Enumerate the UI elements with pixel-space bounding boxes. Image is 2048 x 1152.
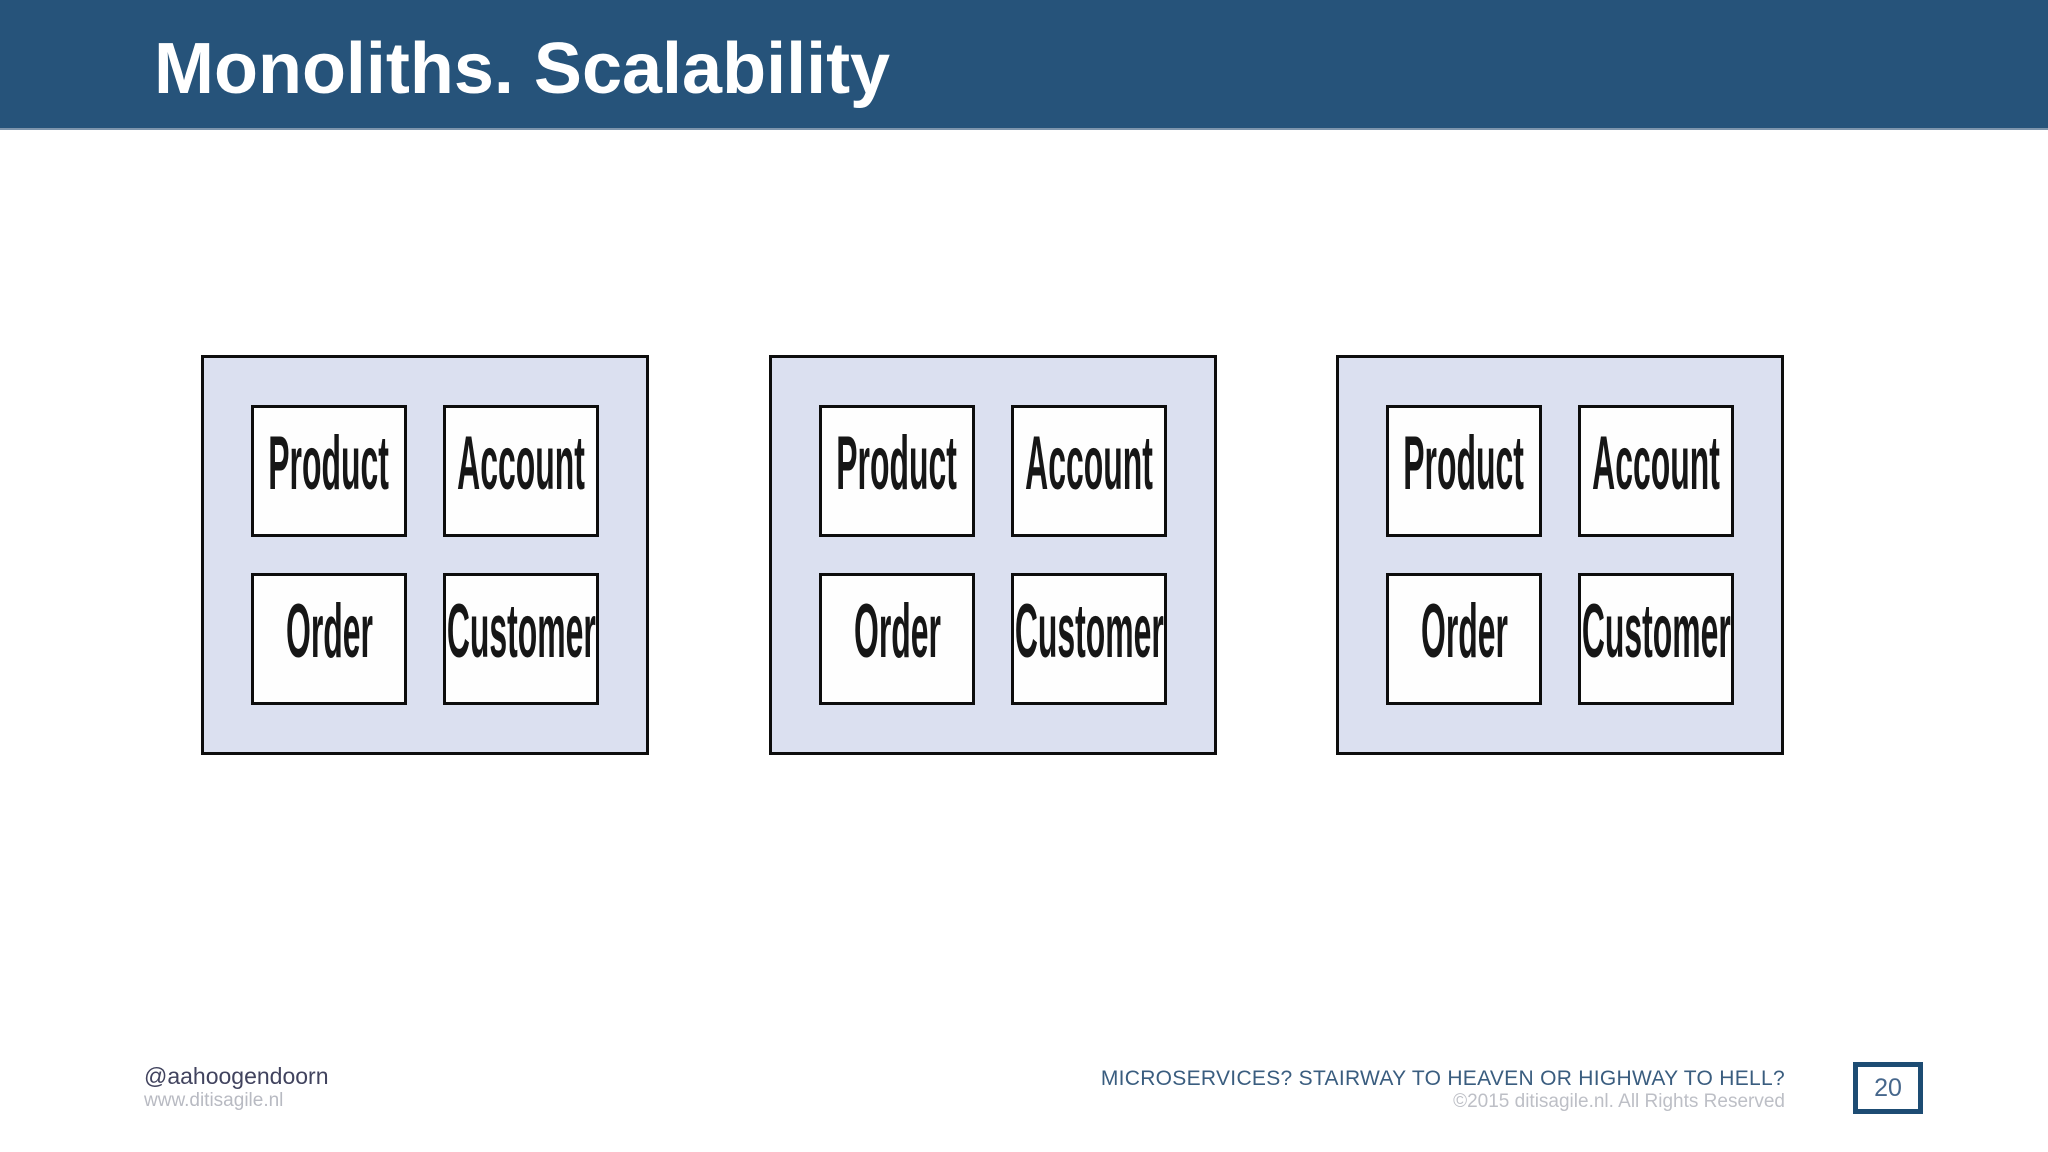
module-box-account: Account xyxy=(443,405,599,537)
module-box-account: Account xyxy=(1011,405,1167,537)
copyright-notice: ©2015 ditisagile.nl. All Rights Reserved xyxy=(1453,1091,1785,1113)
author-website: www.ditisagile.nl xyxy=(144,1090,284,1112)
module-label: Customer xyxy=(1014,588,1164,674)
module-box-customer: Customer xyxy=(443,573,599,705)
module-label: Product xyxy=(836,420,958,506)
module-box-order: Order xyxy=(251,573,407,705)
monolith-container-1: Product Account Order Customer xyxy=(201,355,649,755)
module-label: Product xyxy=(268,420,390,506)
module-box-order: Order xyxy=(1386,573,1542,705)
module-label: Product xyxy=(1403,420,1525,506)
module-box-account: Account xyxy=(1578,405,1734,537)
module-label: Order xyxy=(853,588,941,674)
module-box-product: Product xyxy=(1386,405,1542,537)
presentation-title: MICROSERVICES? STAIRWAY TO HEAVEN OR HIG… xyxy=(1100,1067,1785,1090)
author-handle: @aahoogendoorn xyxy=(144,1063,329,1089)
module-label: Order xyxy=(285,588,373,674)
module-label: Account xyxy=(457,420,585,506)
module-label: Account xyxy=(1592,420,1720,506)
monolith-container-2: Product Account Order Customer xyxy=(769,355,1217,755)
module-box-product: Product xyxy=(251,405,407,537)
monolith-container-3: Product Account Order Customer xyxy=(1336,355,1784,755)
page-number-box: 20 xyxy=(1853,1062,1923,1114)
module-label: Order xyxy=(1420,588,1508,674)
module-label: Account xyxy=(1025,420,1153,506)
module-label: Customer xyxy=(1581,588,1731,674)
module-box-customer: Customer xyxy=(1011,573,1167,705)
slide-header: Monoliths. Scalability xyxy=(0,0,2048,130)
module-box-order: Order xyxy=(819,573,975,705)
presentation-credit: MICROSERVICES? STAIRWAY TO HEAVEN OR HIG… xyxy=(1101,1066,1785,1114)
module-box-customer: Customer xyxy=(1578,573,1734,705)
author-credit: @aahoogendoorn www.ditisagile.nl xyxy=(144,1063,329,1113)
module-box-product: Product xyxy=(819,405,975,537)
module-label: Customer xyxy=(446,588,596,674)
page-title: Monoliths. Scalability xyxy=(154,29,891,109)
page-number: 20 xyxy=(1874,1073,1902,1102)
